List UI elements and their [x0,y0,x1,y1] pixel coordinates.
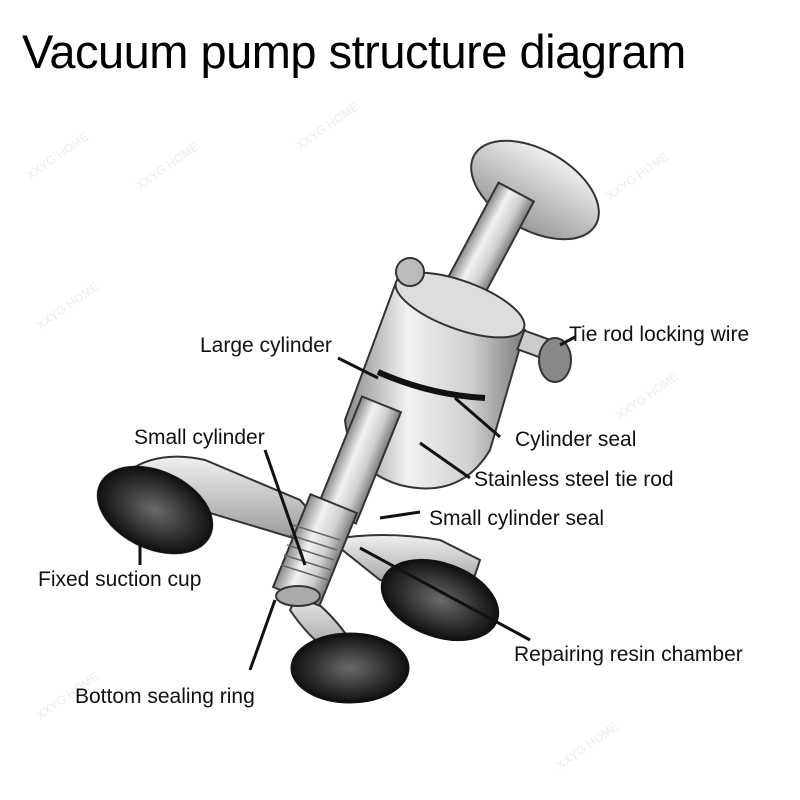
label-tie-rod-locking-wire: Tie rod locking wire [569,323,750,346]
svg-text:XXYG HOME: XXYG HOME [554,719,622,772]
svg-text:XXYG HOME: XXYG HOME [134,139,202,192]
front-suction-cup-shape [290,632,410,704]
label-repairing-resin-chamber: Repairing resin chamber [514,643,743,666]
handle-shape [440,139,600,309]
svg-text:XXYG HOME: XXYG HOME [614,369,682,422]
label-cylinder-seal: Cylinder seal [515,428,637,451]
label-bottom-sealing-ring: Bottom sealing ring [75,685,255,708]
leader-lines [138,335,576,671]
label-fixed-suction-cup: Fixed suction cup [38,568,202,591]
fixed-suction-cup-shape [96,465,214,555]
svg-text:XXYG HOME: XXYG HOME [34,279,102,332]
svg-text:XXYG HOME: XXYG HOME [294,99,362,152]
locking-knob-shape [516,329,572,383]
svg-text:XXYG HOME: XXYG HOME [24,129,92,182]
label-small-cylinder: Small cylinder [134,426,265,449]
page-title: Vacuum pump structure diagram [22,25,686,78]
label-small-cylinder-seal: Small cylinder seal [429,507,605,530]
svg-text:XXYG HOME: XXYG HOME [604,149,672,202]
label-stainless-steel-tie-rod: Stainless steel tie rod [474,468,674,491]
label-large-cylinder: Large cylinder [200,334,332,357]
small-cylinder-shape [271,395,403,608]
